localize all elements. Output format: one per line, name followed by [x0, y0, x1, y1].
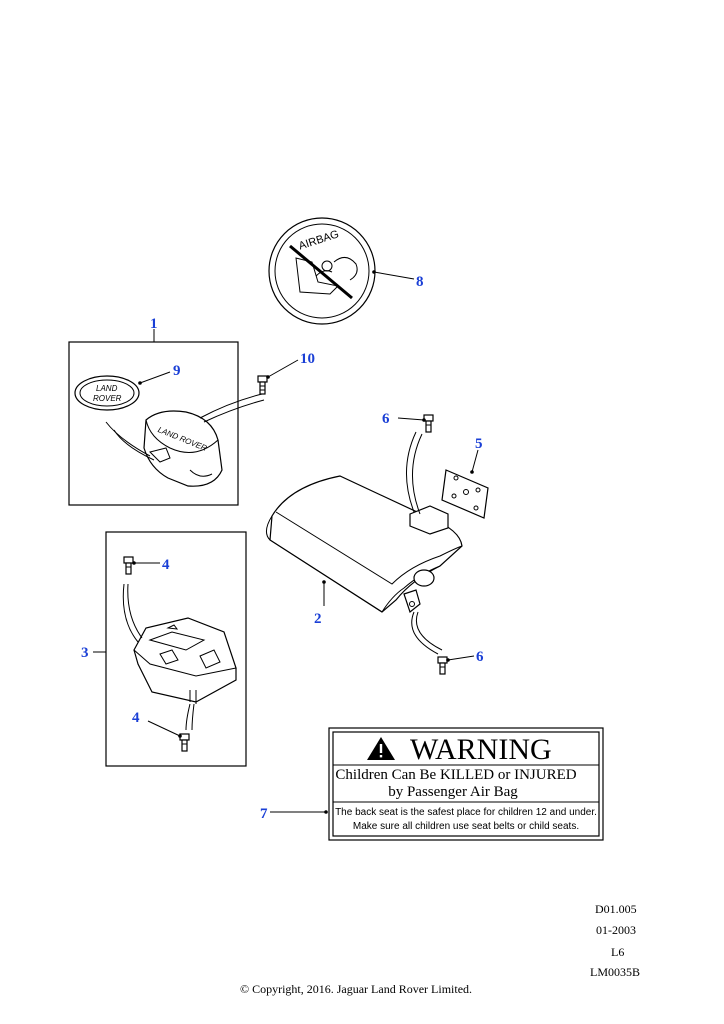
airbag-module-cover: LAND ROVER: [105, 393, 265, 487]
warning-line-1: Children Can Be KILLED or INJURED: [335, 767, 576, 783]
leader-4-lower: [147, 720, 181, 737]
screw-6-lower: [437, 656, 448, 675]
leader-6-lower: [447, 655, 475, 661]
land-rover-badge: LAND ROVER: [74, 375, 140, 411]
airbag-control-module: [122, 583, 237, 731]
airbag-badge: AIRBAG: [268, 217, 376, 325]
callout-10: 10: [300, 351, 315, 367]
passenger-airbag-module: [266, 431, 463, 655]
copyright: © Copyright, 2016. Jaguar Land Rover Lim…: [240, 982, 472, 996]
screw-10: [257, 375, 268, 395]
callout-7: 7: [260, 806, 268, 822]
callout-4-lower: 4: [132, 710, 140, 726]
leader-6-upper: [397, 417, 425, 421]
logo-line-1: LAND: [96, 384, 118, 393]
warning-triangle-icon: [367, 737, 395, 760]
leader-5: [471, 449, 479, 473]
warning-line-4: Make sure all children use seat belts or…: [353, 821, 579, 832]
callout-1: 1: [150, 316, 158, 332]
reference-date: 01-2003: [596, 923, 636, 937]
callout-9: 9: [173, 363, 181, 379]
screw-4-upper: [123, 556, 134, 575]
warning-line-2: by Passenger Air Bag: [388, 784, 518, 800]
warning-line-3: The back seat is the safest place for ch…: [335, 807, 597, 818]
callout-8: 8: [416, 274, 424, 290]
reference-page: L6: [611, 945, 624, 959]
leader-9: [139, 371, 171, 384]
warning-label: WARNING Children Can Be KILLED or INJURE…: [328, 727, 604, 841]
reference-code: D01.005: [595, 902, 637, 916]
screw-6-upper: [423, 414, 434, 433]
reference-drawing: LM0035B: [590, 965, 640, 979]
leader-10: [267, 359, 299, 378]
group-box-3: [105, 531, 247, 767]
callout-3: 3: [81, 645, 89, 661]
leader-8: [373, 271, 415, 280]
callout-4-upper: 4: [162, 557, 170, 573]
reference-block: D01.005 01-2003 L6 LM0035B: [590, 902, 640, 979]
warning-heading: WARNING: [410, 733, 552, 766]
callout-5: 5: [475, 436, 483, 452]
callout-6-lower: 6: [476, 649, 484, 665]
mounting-bracket: [441, 469, 489, 519]
callout-2: 2: [314, 611, 322, 627]
callout-6-upper: 6: [382, 411, 390, 427]
logo-line-2: ROVER: [93, 394, 122, 403]
